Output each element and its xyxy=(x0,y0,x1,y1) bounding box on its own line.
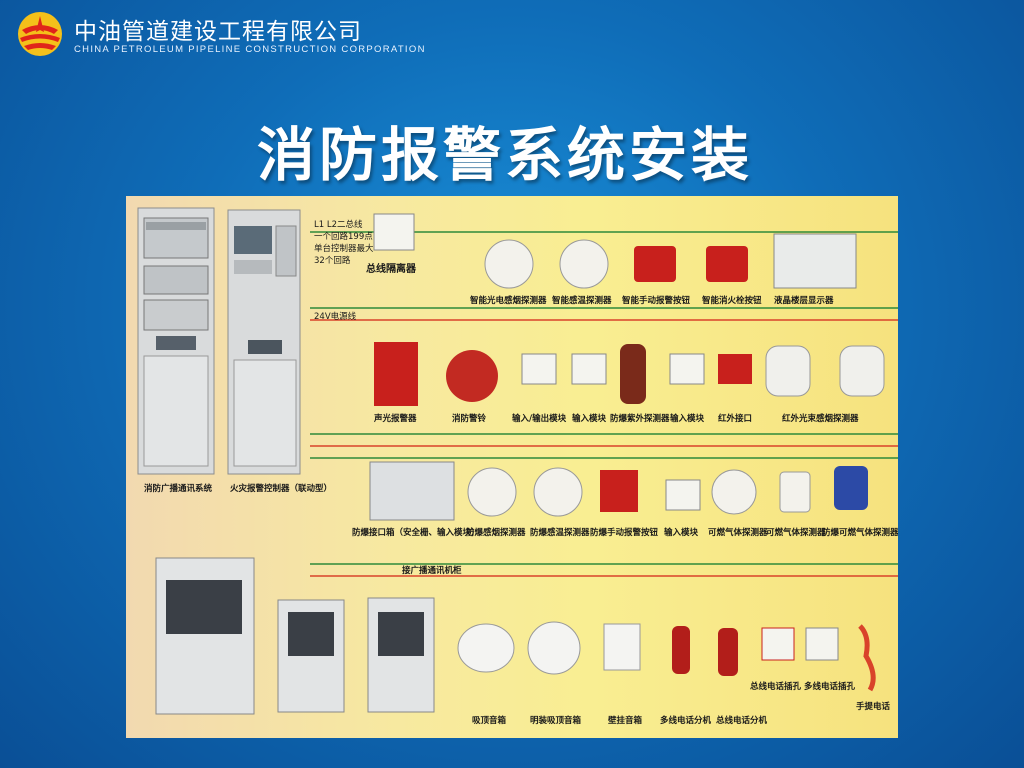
manual-alarm-button-device xyxy=(634,246,676,282)
row2-label-4: 防爆紫外探测器 xyxy=(610,414,670,424)
row2-label-6: 红外接口 xyxy=(718,414,753,424)
cabinet-label-0: 消防广播通讯系统 xyxy=(144,484,213,494)
gas-detector-device-2 xyxy=(779,471,811,513)
row2-label-7: 红外光束感烟探测器 xyxy=(782,414,859,424)
row1-label-0: 总线隔离器 xyxy=(366,264,416,275)
row4-label-4: 总线电话分机 xyxy=(716,716,768,726)
sound-light-alarm-device xyxy=(374,342,418,406)
ex-heat-detector-device xyxy=(533,467,583,517)
row2-label-1: 消防警铃 xyxy=(452,414,487,424)
bus-phone-jack-device xyxy=(761,627,795,661)
beam-detector-device-1 xyxy=(765,345,811,397)
row3-label-6: 可燃气体探测器 xyxy=(766,528,826,538)
slide-title: 消防报警系统安装 xyxy=(256,121,753,189)
row3-label-2: 防爆感温探测器 xyxy=(530,528,590,538)
multiline-phone-device xyxy=(672,626,690,674)
row3-label-0: 防爆接口箱（安全栅、输入模块） xyxy=(352,528,480,538)
bus-note-line4: 32个回路 xyxy=(314,256,351,266)
row4-label-1: 明装吸顶音箱 xyxy=(530,716,582,726)
bus-isolator-device xyxy=(373,213,415,251)
broadcast-cabinet-label: 接广播通讯机柜 xyxy=(402,566,462,576)
row1-label-5: 液晶楼层显示器 xyxy=(774,296,834,306)
ceiling-speaker-device xyxy=(457,623,515,673)
surface-ceiling-speaker-device xyxy=(527,621,581,675)
row4-label-0: 吸顶音箱 xyxy=(472,716,507,726)
gas-detector-device-1 xyxy=(711,469,757,515)
row1-label-1: 智能光电感烟探测器 xyxy=(470,296,547,306)
bus-note-line2: 一个回路199点 xyxy=(314,232,373,242)
row1-label-2: 智能感温探测器 xyxy=(552,296,612,306)
row4-label-3: 多线电话分机 xyxy=(660,716,712,726)
row2-label-5: 输入模块 xyxy=(670,414,705,424)
row2-label-0: 声光报警器 xyxy=(374,414,417,424)
row1-label-4: 智能消火栓按钮 xyxy=(702,296,762,306)
fire-bell-device xyxy=(446,350,498,402)
explosion-proof-interface-box xyxy=(369,461,455,521)
row1-label-3: 智能手动报警按钮 xyxy=(622,296,691,306)
cabinet-label-1: 火灾报警控制器（联动型） xyxy=(230,484,333,494)
row3-label-1: 防爆感烟探测器 xyxy=(466,528,526,538)
floor-display-device xyxy=(773,233,857,289)
row4-label-5: 总线电话插孔 xyxy=(750,682,802,692)
input-module-device-1 xyxy=(571,353,607,385)
fire-alarm-controller-cabinet xyxy=(227,209,301,475)
row4-label-7: 手提电话 xyxy=(856,702,891,712)
row3-label-4: 输入模块 xyxy=(664,528,699,538)
smoke-detector-device xyxy=(484,239,534,289)
row4-label-2: 壁挂音箱 xyxy=(608,716,643,726)
row3-label-5: 可燃气体探测器 xyxy=(708,528,768,538)
hydrant-button-device xyxy=(706,246,748,282)
ex-smoke-detector-device xyxy=(467,467,517,517)
io-module-device xyxy=(521,353,557,385)
row3-label-3: 防爆手动报警按钮 xyxy=(590,528,659,538)
uv-detector-device xyxy=(620,344,646,404)
heat-detector-device xyxy=(559,239,609,289)
infrared-interface-device xyxy=(718,354,752,384)
row3-label-7: 防爆可燃气体探测器 xyxy=(822,528,898,538)
wiring-diagram xyxy=(137,207,898,715)
beam-detector-device-2 xyxy=(839,345,885,397)
broadcast-cabinet xyxy=(137,207,215,475)
company-name-en: CHINA PETROLEUM PIPELINE CONSTRUCTION CO… xyxy=(74,44,426,55)
multiline-phone-jack-device xyxy=(805,627,839,661)
bus-note-line3: 单台控制器最大 xyxy=(314,244,374,254)
company-logo-icon xyxy=(18,12,62,56)
row4-label-6: 多线电话插孔 xyxy=(804,682,856,692)
handheld-phone-device xyxy=(858,624,876,692)
power-line-label: 24V电源线 xyxy=(314,312,357,322)
bus-note-line1: L1 L2二总线 xyxy=(314,220,363,230)
row2-label-3: 输入模块 xyxy=(572,414,607,424)
input-module-device-3 xyxy=(665,479,701,511)
company-name-cn: 中油管道建设工程有限公司 xyxy=(74,19,362,45)
bus-phone-device xyxy=(718,628,738,676)
fire-alarm-system-diagram: L1 L2二总线 一个回路199点 单台控制器最大 32个回路 24V电源线 接… xyxy=(126,196,898,738)
ex-manual-button-device xyxy=(600,470,638,512)
wall-speaker-device xyxy=(603,623,641,671)
input-module-device-2 xyxy=(669,353,705,385)
row2-label-2: 输入/输出模块 xyxy=(512,414,567,424)
ex-gas-detector-device xyxy=(834,466,868,510)
